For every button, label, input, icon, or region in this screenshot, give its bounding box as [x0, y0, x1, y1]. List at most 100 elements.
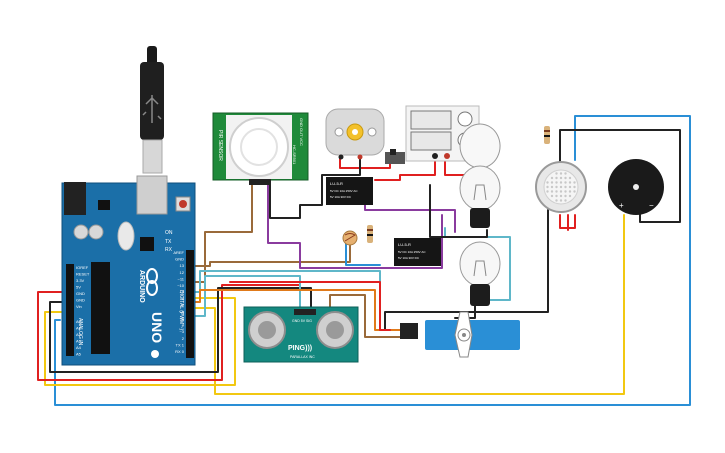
arduino-logo-icon [146, 268, 158, 296]
wire-teal-2[interactable] [444, 227, 511, 301]
wire-blue-outer[interactable] [54, 115, 691, 406]
ic-chip-small [140, 237, 154, 251]
digital-label: DIGITAL (PWM ~) [178, 290, 184, 330]
wire-brown-servo[interactable] [329, 294, 401, 338]
regulator [98, 200, 110, 210]
arduino-board[interactable]: ARDUINO UNO DIGITAL (PWM ~) ANALOG IN ON… [61, 175, 196, 366]
mesh-dot [564, 185, 567, 189]
supply-knob-1[interactable] [457, 111, 473, 127]
pin-label: 4 [182, 323, 185, 328]
pin-label: 3.3V [76, 278, 85, 283]
analog-label: ANALOG IN [77, 318, 83, 346]
relay-1-body [326, 177, 373, 205]
wire-yellow-buzzer[interactable] [189, 214, 625, 395]
mesh-dot [555, 194, 558, 198]
wire-purple-1[interactable] [267, 184, 311, 269]
buzzer-hole [633, 184, 639, 190]
mesh-dot [555, 172, 558, 175]
reset-button-cap [179, 200, 187, 208]
mesh-dot [568, 194, 572, 198]
dc-motor[interactable] [325, 108, 385, 160]
servo-motor[interactable] [400, 311, 520, 358]
ultrasonic-subtitle: PARALLAX INC [290, 355, 315, 359]
wire-yellow-left[interactable] [44, 297, 236, 386]
wire-brown-relay[interactable] [189, 244, 351, 267]
wire-red-relay2[interactable] [374, 156, 436, 181]
pin-label: A2 [76, 332, 82, 337]
pir-dome-inner [240, 128, 278, 166]
relay-1[interactable]: LU-5-R 5V DC 10A 250V AC 5V 10A 30V DC [326, 177, 373, 205]
mesh-dot [559, 176, 563, 180]
wire-red-relay1[interactable] [339, 156, 391, 169]
arduino-mount-hole [151, 350, 159, 358]
mesh-dot [555, 190, 558, 193]
relay-2-body [394, 238, 441, 266]
mesh-dot [559, 199, 563, 202]
wire-purple-3[interactable] [309, 214, 443, 269]
motor-mount-left [334, 127, 344, 137]
mesh-dot [559, 190, 563, 193]
ultrasonic-pin-labels: GND 5V SIG [292, 319, 312, 323]
wire-black-relay[interactable] [269, 156, 361, 219]
pin-label: ~6 [179, 309, 184, 314]
mesh-dot [568, 185, 572, 189]
motor-terminal-2[interactable] [357, 154, 363, 160]
supply-terminal-neg[interactable] [432, 153, 438, 159]
usb-cable-strain [147, 46, 157, 66]
buzzer-plus: + [619, 201, 624, 210]
slide-switch[interactable] [385, 149, 405, 164]
capacitor-2 [88, 224, 104, 240]
mesh-dot [559, 172, 563, 175]
relay-2-title: LU-5-R [398, 242, 411, 247]
wire-black-buzzer[interactable] [559, 129, 681, 223]
pir-side-label: PIR SENSOR [217, 130, 223, 161]
pin-label: 7 [182, 303, 185, 308]
mesh-dot [568, 190, 572, 193]
ultrasonic-pins [294, 309, 316, 315]
wire-black-bulb1[interactable] [429, 184, 488, 238]
gas-sensor[interactable] [535, 161, 587, 213]
bulb-1-globe [459, 165, 501, 211]
switch-handle[interactable] [390, 149, 396, 155]
wire-red-servo[interactable] [229, 281, 391, 331]
resistor-2[interactable] [544, 126, 550, 144]
resistor-2-band [544, 130, 550, 132]
wire-blue-ldr[interactable] [345, 239, 381, 266]
tx-label: TX [165, 239, 172, 245]
bulb-1-filament [473, 184, 487, 201]
ultrasonic-title: PING))) [288, 345, 312, 352]
power-supply[interactable] [405, 105, 480, 162]
light-bulb-2[interactable] [459, 241, 501, 306]
resistor-1[interactable] [367, 225, 373, 243]
light-bulb-1[interactable] [459, 123, 501, 228]
digital-header [186, 250, 194, 358]
motor-terminal-1[interactable] [338, 154, 344, 160]
servo-connector [400, 323, 418, 339]
pir-sensor[interactable]: PIR SENSOR GND OUT VCC HC-SR501 [212, 112, 309, 185]
ultrasonic-eye-right-inner [326, 321, 344, 339]
mesh-dot [555, 176, 558, 180]
atmega-chip [91, 262, 110, 354]
power-jack [64, 182, 86, 215]
resistor-1-band-2 [367, 234, 373, 236]
ultrasonic-sensor[interactable]: PING))) PARALLAX INC GND 5V SIG [243, 306, 359, 363]
ultrasonic-eye-left-inner [258, 321, 276, 339]
bulb-2-base [470, 284, 490, 306]
supply-terminal-pos[interactable] [444, 153, 450, 159]
pin-label: ~5 [179, 316, 184, 321]
mesh-dot [555, 185, 558, 189]
usb-cable[interactable] [140, 46, 164, 174]
photoresistor[interactable] [342, 230, 358, 246]
resistor-2-band-2 [544, 135, 550, 137]
wire-black-bottom[interactable] [49, 287, 312, 373]
pir-pin-labels: GND OUT VCC [299, 118, 304, 146]
piezo-buzzer[interactable]: + − [608, 159, 664, 215]
pin-label: A3 [76, 339, 82, 344]
relay-2[interactable]: LU-5-R 5V DC 10A 250V AC 5V 10A 30V DC [394, 238, 441, 266]
relay-1-line1: 5V DC 10A 250V AC [330, 189, 358, 193]
mesh-dot [564, 190, 567, 193]
motor-shaft [352, 129, 358, 135]
power-header [66, 264, 74, 324]
wire-brown-pir[interactable] [189, 184, 253, 283]
